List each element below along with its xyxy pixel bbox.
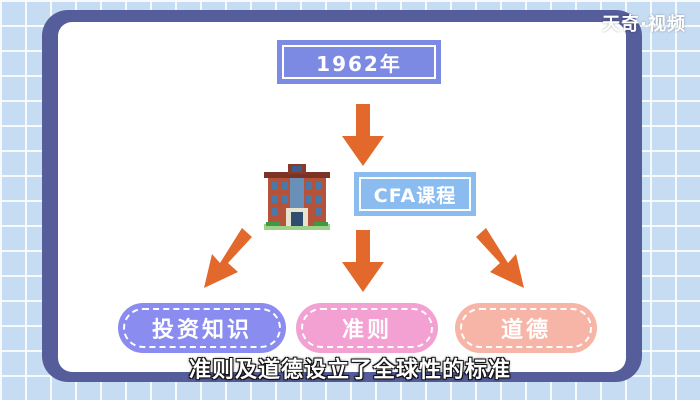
- school-building-icon: [264, 164, 330, 230]
- arrow-down-right-icon: [476, 228, 524, 288]
- course-label: CFA课程: [373, 184, 457, 207]
- branch-standards: 准则: [296, 303, 438, 353]
- branch-label: 准则: [341, 318, 392, 343]
- branch-label: 投资知识: [151, 318, 252, 343]
- arrow-down-icon: [342, 230, 384, 292]
- branch-ethics: 道德: [455, 303, 597, 353]
- branch-label: 道德: [500, 318, 551, 343]
- course-box: CFA课程: [354, 172, 476, 216]
- year-label: 1962年: [316, 51, 402, 76]
- arrow-down-icon: [342, 104, 384, 166]
- watermark-logo: 天奇·视频: [602, 14, 686, 35]
- year-box: 1962年: [277, 40, 441, 84]
- branch-investment-knowledge: 投资知识: [118, 303, 286, 353]
- video-subtitle: 准则及道德设立了全球性的标准: [188, 358, 511, 383]
- arrow-down-left-icon: [204, 228, 252, 288]
